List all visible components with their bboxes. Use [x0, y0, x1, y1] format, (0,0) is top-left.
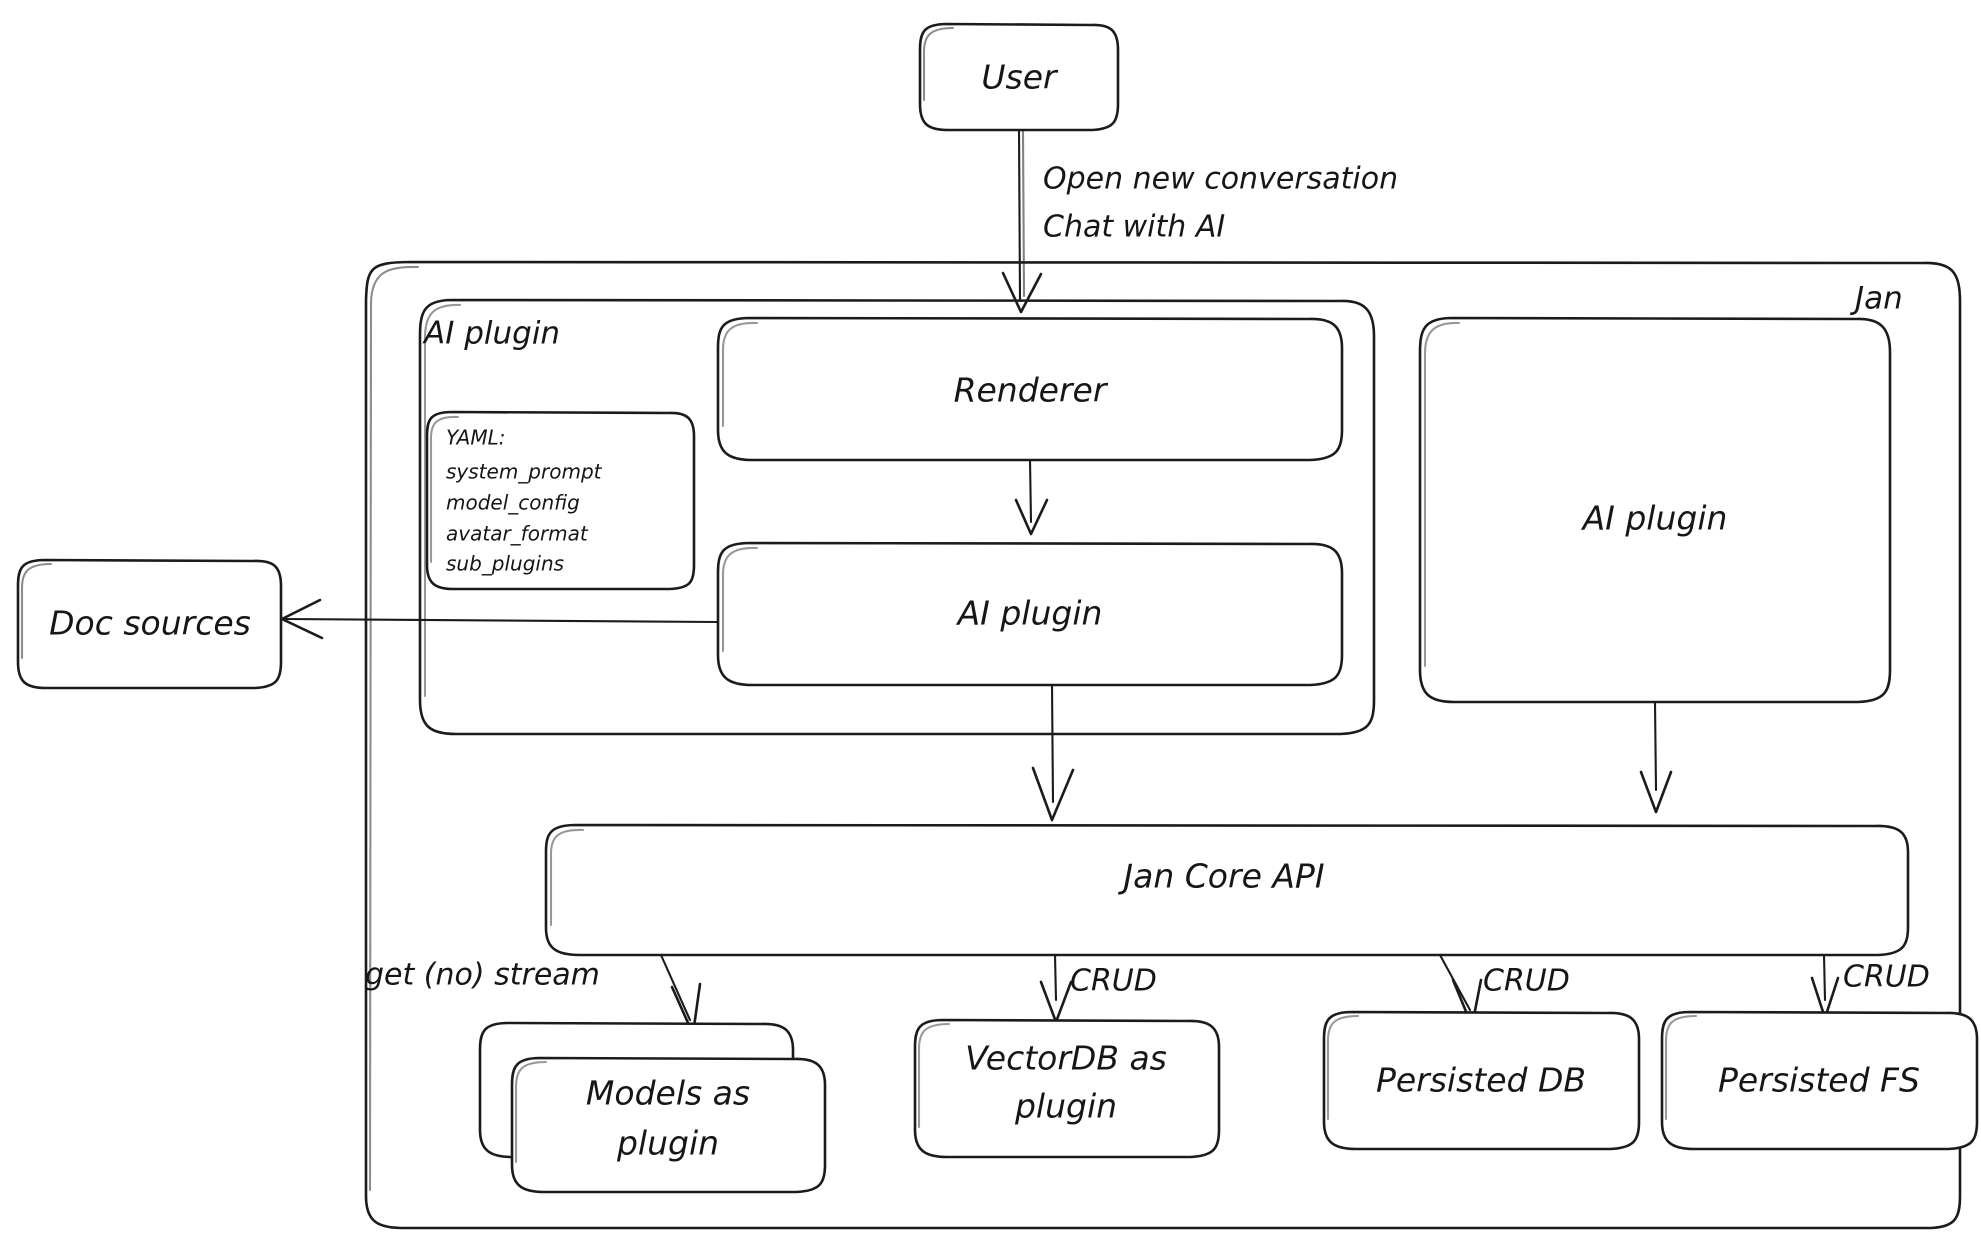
node-persisted-db[interactable]: Persisted DB: [1322, 1010, 1641, 1151]
yaml-card-key-0: system_prompt: [446, 460, 603, 484]
node-user-label: User: [981, 58, 1059, 97]
node-doc-sources[interactable]: Doc sources: [16, 558, 283, 690]
yaml-card: YAML: system_prompt model_config avatar_…: [425, 410, 696, 591]
edge-crud-label-vectordb: CRUD: [1070, 964, 1157, 999]
node-models-as-plugin-label-line2: plugin: [616, 1124, 719, 1163]
node-renderer-label: Renderer: [954, 371, 1109, 410]
edge-ai-plugin-to-jan-core-api: [1639, 700, 1673, 814]
edge-jan-core-api-to-persisted-fs: CRUD: [1810, 953, 1930, 1020]
edge-crud-label-persisted-db: CRUD: [1483, 964, 1570, 999]
container-jan-label: Jan: [1849, 281, 1903, 317]
edge-jan-core-api-to-models: get (no) stream: [365, 953, 702, 1036]
node-vectordb-as-plugin-label-line1: VectorDB as: [965, 1039, 1167, 1078]
node-doc-sources-label: Doc sources: [49, 604, 251, 643]
node-renderer[interactable]: Renderer: [716, 316, 1344, 462]
edge-jan-core-api-to-vectordb: CRUD: [1039, 953, 1157, 1024]
edge-renderer-to-backend: [1014, 458, 1049, 536]
node-jan-core-api[interactable]: Jan Core API: [544, 823, 1910, 957]
yaml-card-key-2: avatar_format: [446, 522, 589, 546]
node-user[interactable]: User: [918, 22, 1120, 132]
node-ai-plugin-label: AI plugin: [1581, 499, 1728, 538]
node-backend[interactable]: AI plugin: [716, 541, 1344, 687]
node-ai-plugin[interactable]: AI plugin: [1418, 316, 1892, 704]
edge-backend-to-doc-sources: [280, 598, 720, 640]
node-vectordb-as-plugin-label-line2: plugin: [1014, 1087, 1117, 1126]
node-models-as-plugin[interactable]: Models as plugin: [478, 1021, 827, 1194]
edge-get-no-stream-label: get (no) stream: [365, 958, 600, 993]
yaml-card-key-1: model_config: [446, 491, 580, 515]
yaml-card-key-3: sub_plugins: [446, 552, 564, 576]
edge-user-to-renderer-label-line1: Open new conversation: [1043, 162, 1398, 197]
node-vectordb-as-plugin[interactable]: VectorDB as plugin: [913, 1018, 1221, 1159]
node-persisted-fs-label: Persisted FS: [1718, 1061, 1920, 1100]
edge-user-to-renderer: Open new conversation Chat with AI: [1001, 128, 1398, 314]
container-ai-plugin-group-label: AI plugin: [422, 316, 560, 352]
container-ai-plugin-group: AI plugin: [418, 298, 1376, 736]
edge-user-to-renderer-label-line2: Chat with AI: [1043, 210, 1225, 245]
edge-backend-to-jan-core-api: [1031, 683, 1075, 822]
node-backend-label: AI plugin: [956, 594, 1103, 633]
yaml-card-heading: YAML:: [446, 426, 505, 450]
node-persisted-db-label: Persisted DB: [1376, 1061, 1586, 1100]
node-jan-core-api-label: Jan Core API: [1117, 857, 1324, 896]
node-models-as-plugin-label-line1: Models as: [586, 1074, 750, 1113]
node-persisted-fs[interactable]: Persisted FS: [1660, 1010, 1979, 1151]
container-jan: Jan: [364, 260, 1962, 1230]
edge-crud-label-persisted-fs: CRUD: [1843, 960, 1930, 995]
